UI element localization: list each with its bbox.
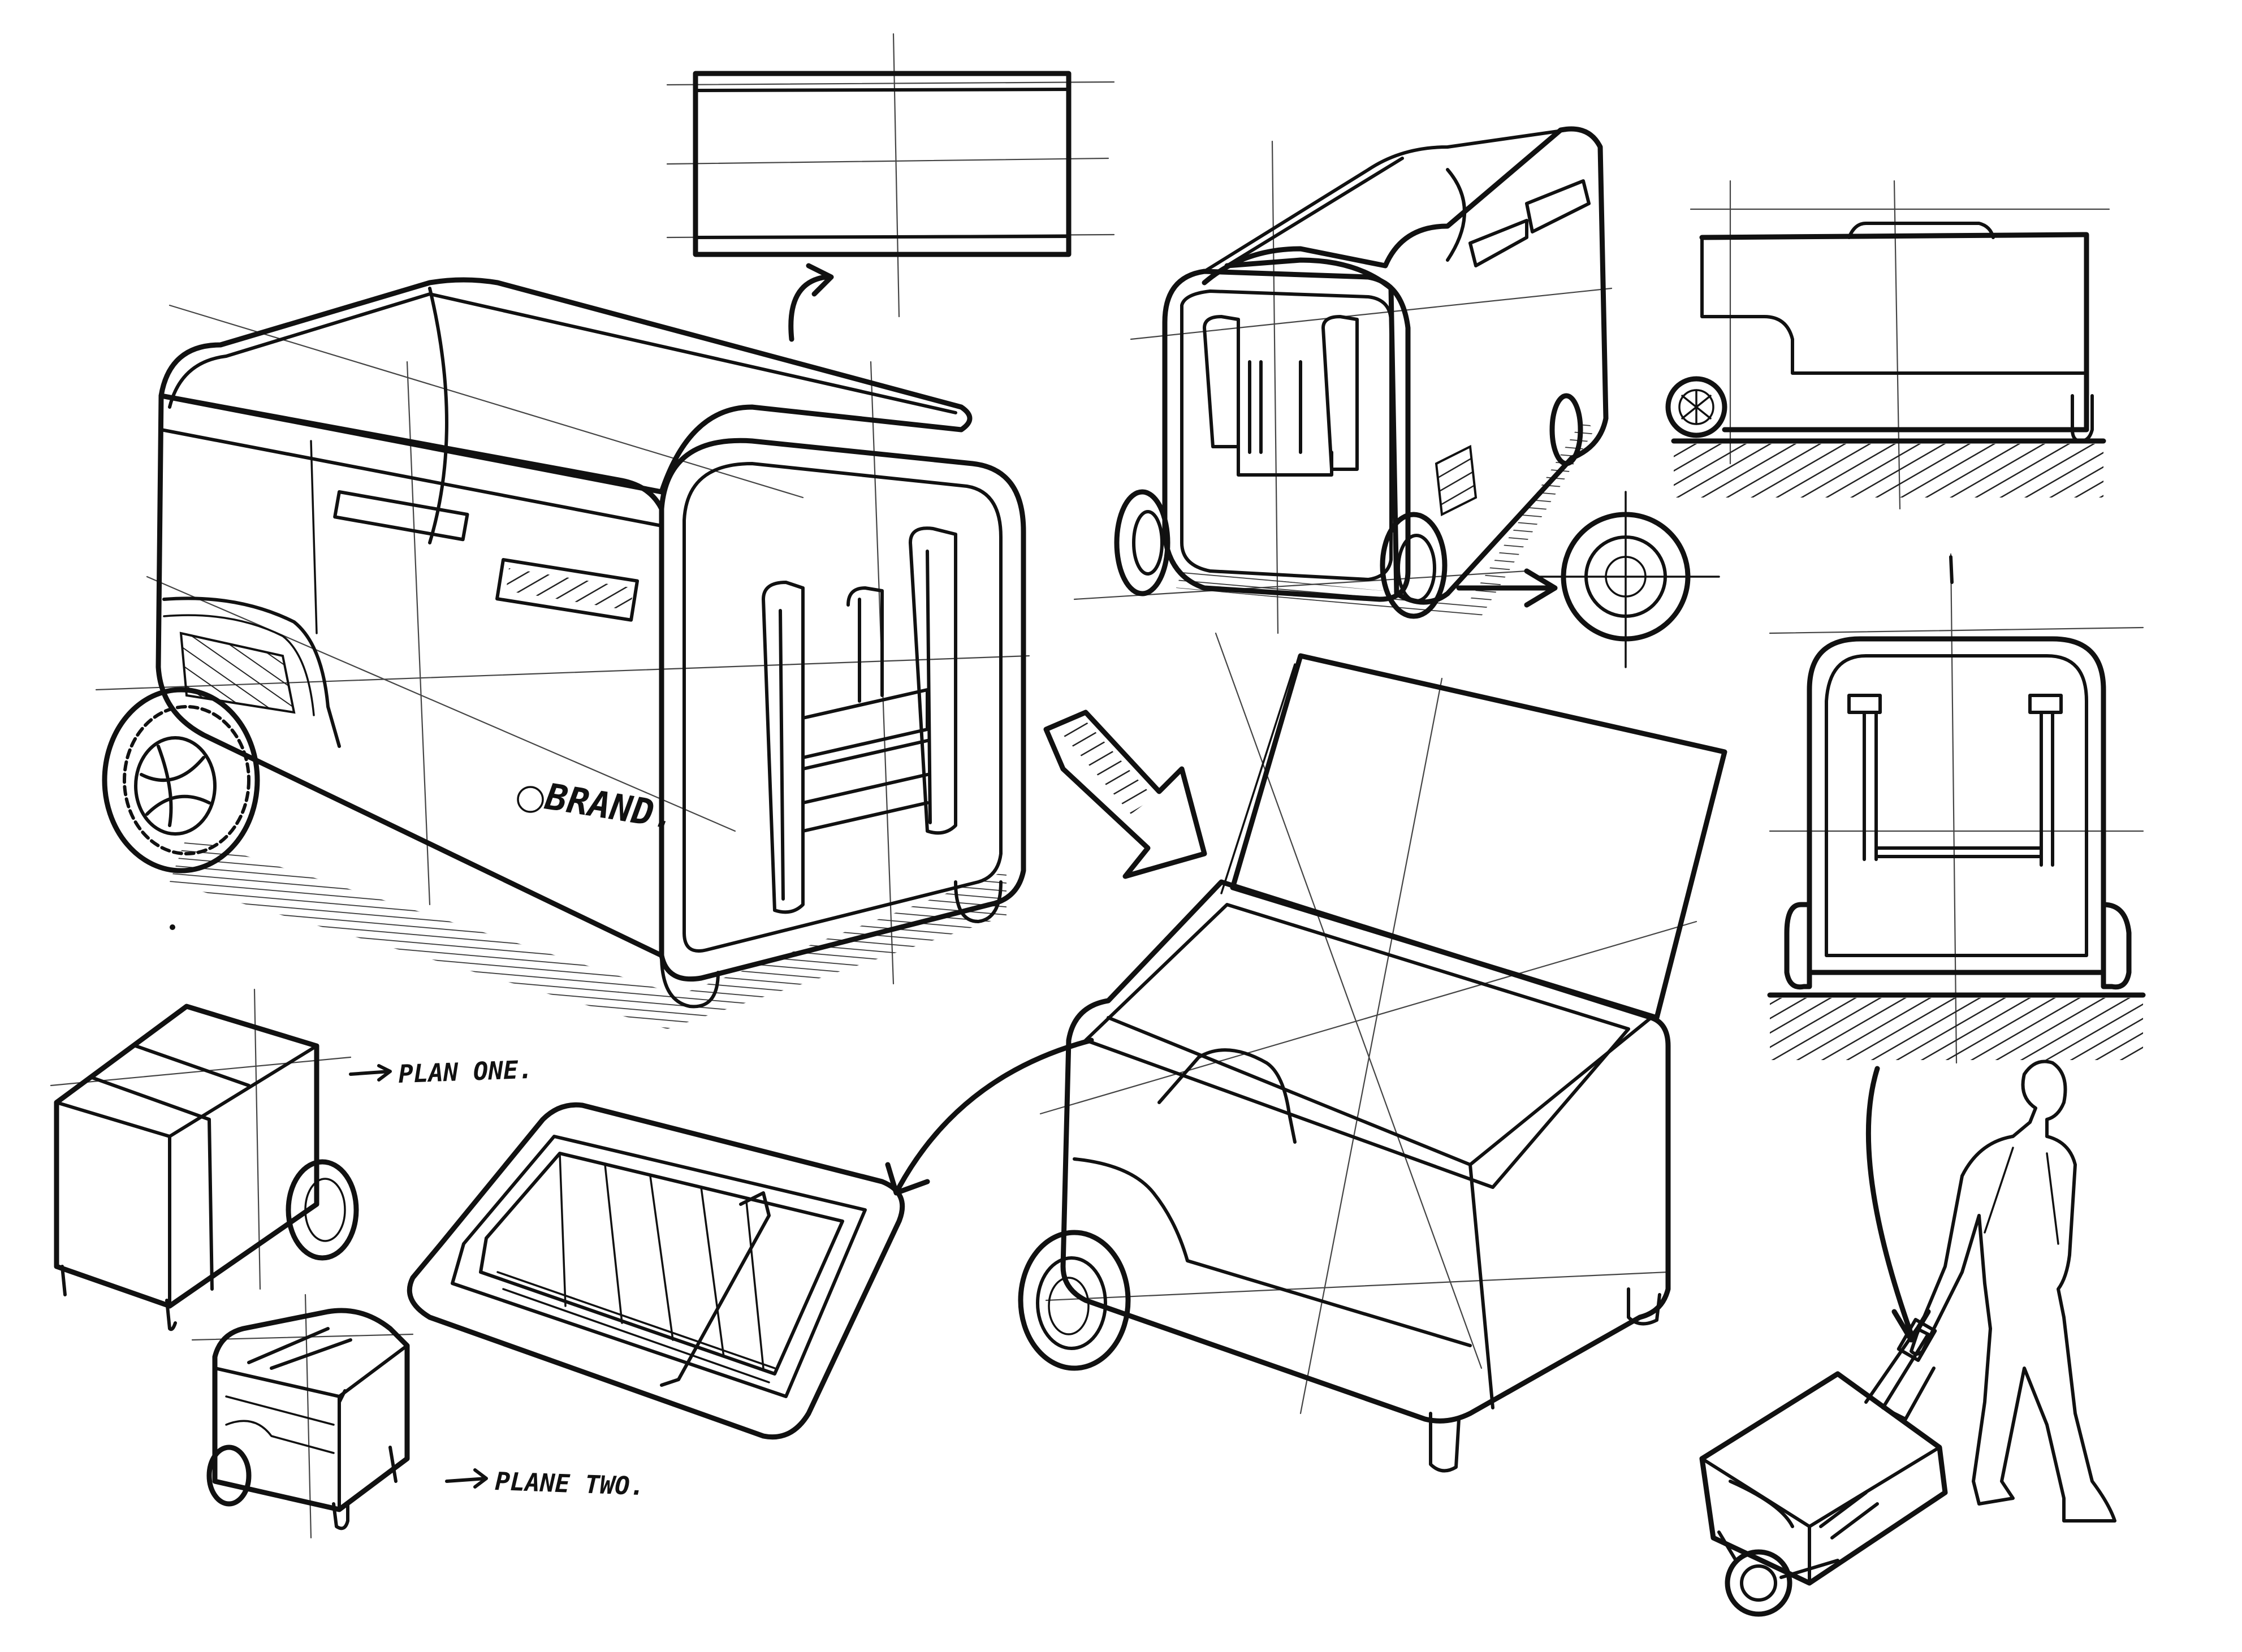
inner-basket-sketch: [407, 1037, 1094, 1440]
arrow-right-icon: [1456, 568, 1558, 608]
curved-down-arrow-icon: [1865, 1066, 1931, 1343]
wheel-detail-icon: [1537, 491, 1720, 668]
back-view-cooler-sketch: [1073, 126, 1720, 668]
rotate-arrow-icon: [788, 263, 834, 342]
note-plan-two: PLANE TWO.: [495, 1467, 646, 1501]
top-view-sketch: [666, 33, 1115, 342]
wheel-icon: [102, 687, 260, 873]
brand-mark: BRAND.: [542, 776, 679, 838]
person-with-cooler-sketch: [1699, 1059, 2116, 1617]
curved-arrow-icon: [885, 1037, 1094, 1196]
note-plan-one: PLAN ONE.: [398, 1056, 534, 1089]
plan-two-sketch: PLANE TWO.: [191, 1294, 646, 1539]
front-view-sketch: [1767, 553, 2146, 1064]
side-view-sketch: [1665, 180, 2110, 510]
open-cooler-sketch: [1018, 632, 1727, 1473]
person-figure: [1910, 1059, 2116, 1523]
main-cooler-sketch: BRAND.: [95, 277, 1030, 1029]
plan-one-sketch: PLAN ONE.: [50, 988, 534, 1331]
